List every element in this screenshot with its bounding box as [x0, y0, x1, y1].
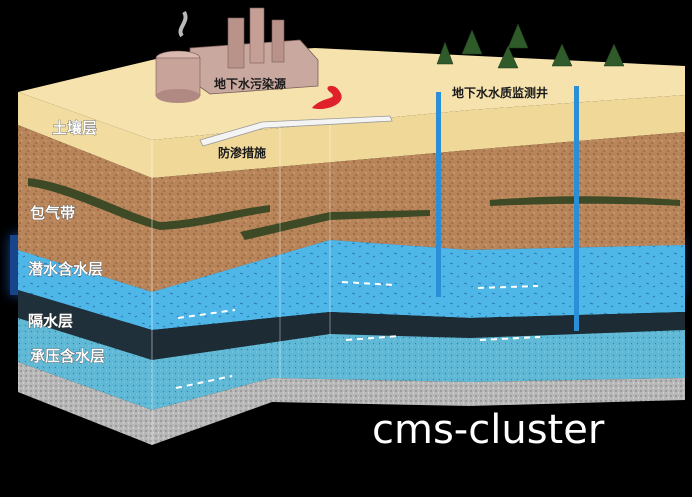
soil-layer-right	[152, 95, 685, 178]
bedrock	[18, 362, 152, 445]
label-monitoring-well: 地下水水质监测井	[452, 85, 548, 100]
tree-icon	[507, 23, 529, 49]
tree-icon	[551, 43, 573, 67]
monitoring-well-1	[436, 92, 441, 297]
tree-icon	[497, 45, 519, 69]
tree-icon	[461, 29, 483, 55]
watermark: cms-cluster	[372, 407, 605, 453]
tree-icon	[603, 43, 625, 67]
soil-layer	[18, 92, 152, 178]
monitoring-well-2	[574, 86, 579, 331]
label-phreatic: 潜水含水层	[28, 260, 103, 278]
factory-icon	[155, 7, 319, 103]
aquitard	[18, 290, 152, 360]
pollutant-leak	[312, 85, 342, 110]
aquitard-right	[152, 312, 685, 360]
label-seepage-prevention: 防渗措施	[218, 145, 266, 160]
bedrock-right	[152, 378, 685, 445]
label-confined: 承压含水层	[30, 347, 105, 365]
label-soil: 土壤层	[52, 119, 97, 137]
tree-icon	[436, 41, 454, 65]
label-pollution-source: 地下水污染源	[214, 76, 286, 91]
label-aquitard: 隔水层	[28, 312, 73, 330]
clay-lens-mid	[240, 210, 430, 240]
flow-arrow	[345, 335, 401, 341]
confined-aquifer	[18, 318, 152, 410]
clay-lens-left	[28, 178, 270, 230]
tree-icons	[436, 23, 625, 69]
flow-arrow	[341, 281, 396, 286]
phreatic-aquifer	[18, 250, 152, 330]
flow-arrows	[175, 281, 541, 389]
label-vadose: 包气带	[30, 204, 75, 222]
flow-arrow	[175, 375, 233, 389]
vadose-zone	[18, 125, 152, 292]
clay-lens-right	[490, 196, 680, 206]
confined-aquifer-right	[152, 330, 685, 410]
flow-arrow	[177, 309, 236, 319]
phreatic-aquifer-right	[152, 240, 685, 330]
seepage-liner	[199, 115, 393, 147]
